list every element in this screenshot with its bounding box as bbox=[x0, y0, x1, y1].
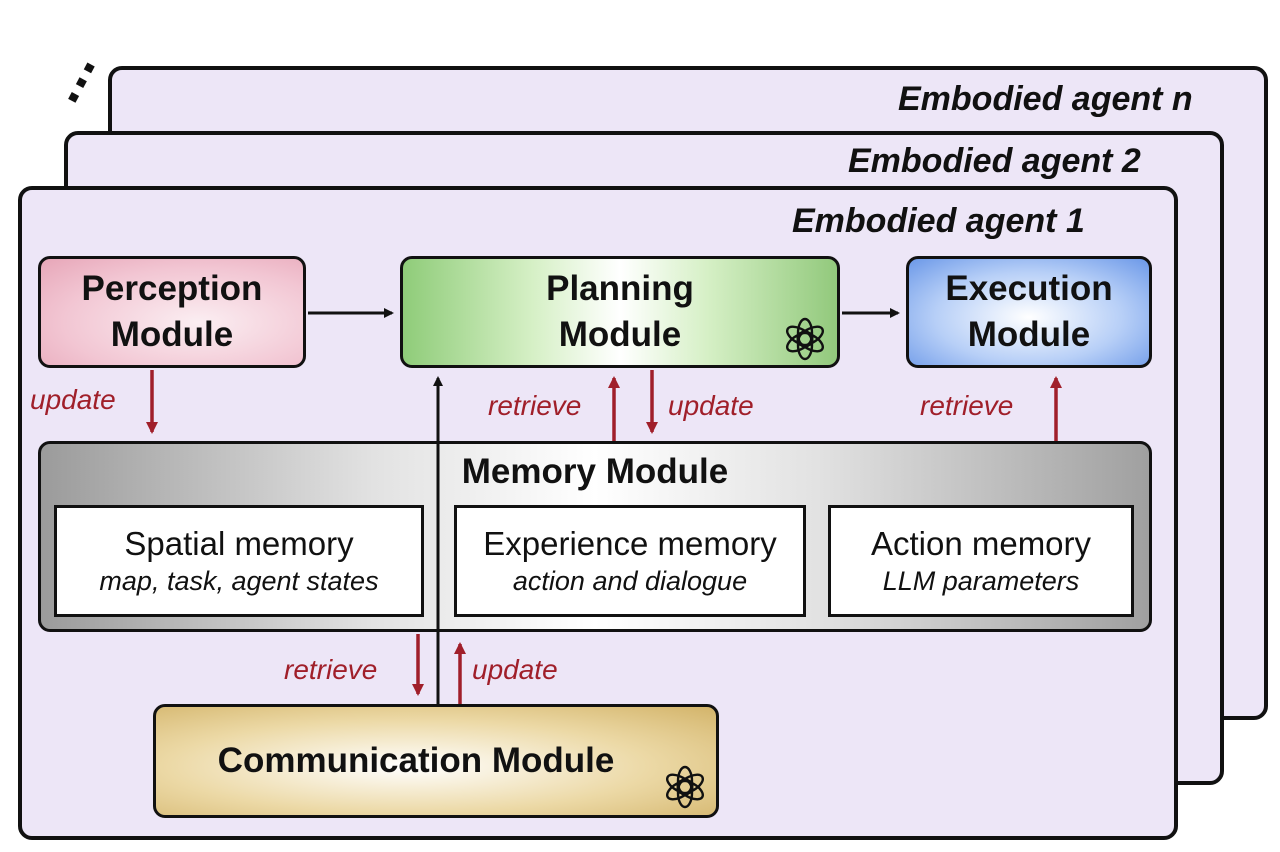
perception-module: Perception Module bbox=[38, 256, 306, 368]
openai-logo-icon bbox=[665, 765, 705, 809]
agent-n-title: Embodied agent n bbox=[898, 80, 1193, 118]
perception-module-line2: Module bbox=[110, 315, 234, 354]
experience-memory-desc: action and dialogue bbox=[512, 566, 748, 596]
spatial-memory-desc: map, task, agent states bbox=[99, 566, 379, 596]
label-planning-update: update bbox=[668, 390, 754, 421]
action-memory-box: Action memory LLM parameters bbox=[828, 505, 1134, 617]
perception-module-line1: Perception bbox=[81, 269, 263, 308]
spatial-memory-box: Spatial memory map, task, agent states bbox=[54, 505, 424, 617]
spatial-memory-name: Spatial memory bbox=[124, 525, 354, 562]
planning-module: Planning Module bbox=[400, 256, 840, 368]
label-execution-retrieve: retrieve bbox=[920, 390, 1014, 421]
agent-1-title: Embodied agent 1 bbox=[792, 202, 1085, 240]
planning-module-line1: Planning bbox=[546, 269, 694, 308]
label-perception-update: update bbox=[30, 384, 116, 415]
experience-memory-box: Experience memory action and dialogue bbox=[454, 505, 806, 617]
label-planning-retrieve: retrieve bbox=[488, 390, 582, 421]
openai-logo-icon bbox=[785, 317, 825, 361]
experience-memory-name: Experience memory bbox=[483, 525, 777, 562]
action-memory-desc: LLM parameters bbox=[882, 566, 1080, 596]
agent-2-title: Embodied agent 2 bbox=[848, 142, 1141, 180]
execution-module: Execution Module bbox=[906, 256, 1152, 368]
execution-module-line1: Execution bbox=[945, 269, 1113, 308]
memory-module-title: Memory Module bbox=[461, 452, 729, 491]
execution-module-line2: Module bbox=[967, 315, 1091, 354]
communication-module: Communication Module bbox=[153, 704, 719, 818]
planning-module-line2: Module bbox=[558, 315, 682, 354]
label-communication-retrieve: retrieve bbox=[284, 654, 378, 685]
action-memory-name: Action memory bbox=[870, 525, 1092, 562]
label-communication-update: update bbox=[472, 654, 558, 685]
communication-module-label: Communication Module bbox=[217, 741, 615, 780]
